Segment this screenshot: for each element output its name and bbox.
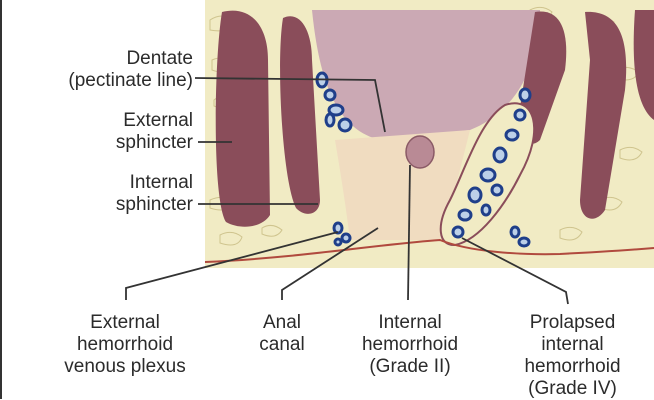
label-internal-hem-line3: (Grade II) xyxy=(340,356,480,378)
label-ext-plexus-line2: hemorrhoid xyxy=(20,334,230,356)
label-internal-sphincter-line1: Internal xyxy=(8,172,193,194)
label-anal-canal: Anal canal xyxy=(232,312,332,356)
image-left-border xyxy=(0,0,2,399)
label-prolapsed-hemorrhoid: Prolapsed internal hemorrhoid (Grade IV) xyxy=(500,312,645,400)
label-prolapsed-line4: (Grade IV) xyxy=(500,378,645,400)
label-ext-plexus-line3: venous plexus xyxy=(20,356,230,378)
label-internal-hemorrhoid: Internal hemorrhoid (Grade II) xyxy=(340,312,480,378)
label-dentate: Dentate (pectinate line) xyxy=(8,48,193,92)
label-external-sphincter-line1: External xyxy=(8,110,193,132)
label-anal-canal-line1: Anal xyxy=(232,312,332,334)
label-ext-plexus-line1: External xyxy=(20,312,230,334)
label-prolapsed-line1: Prolapsed xyxy=(500,312,645,334)
label-prolapsed-line2: internal xyxy=(500,334,645,356)
label-external-hemorrhoid-plexus: External hemorrhoid venous plexus xyxy=(20,312,230,378)
internal-hemorrhoid-grade-ii xyxy=(406,136,434,168)
label-external-sphincter-line2: sphincter xyxy=(8,132,193,154)
label-dentate-line1: Dentate xyxy=(8,48,193,70)
label-internal-hem-line2: hemorrhoid xyxy=(340,334,480,356)
external-sphincter-left xyxy=(216,11,270,227)
label-dentate-line2: (pectinate line) xyxy=(8,70,193,92)
label-internal-sphincter: Internal sphincter xyxy=(8,172,193,216)
label-internal-sphincter-line2: sphincter xyxy=(8,194,193,216)
label-internal-hem-line1: Internal xyxy=(340,312,480,334)
label-prolapsed-line3: hemorrhoid xyxy=(500,356,645,378)
label-external-sphincter: External sphincter xyxy=(8,110,193,154)
label-anal-canal-line2: canal xyxy=(232,334,332,356)
